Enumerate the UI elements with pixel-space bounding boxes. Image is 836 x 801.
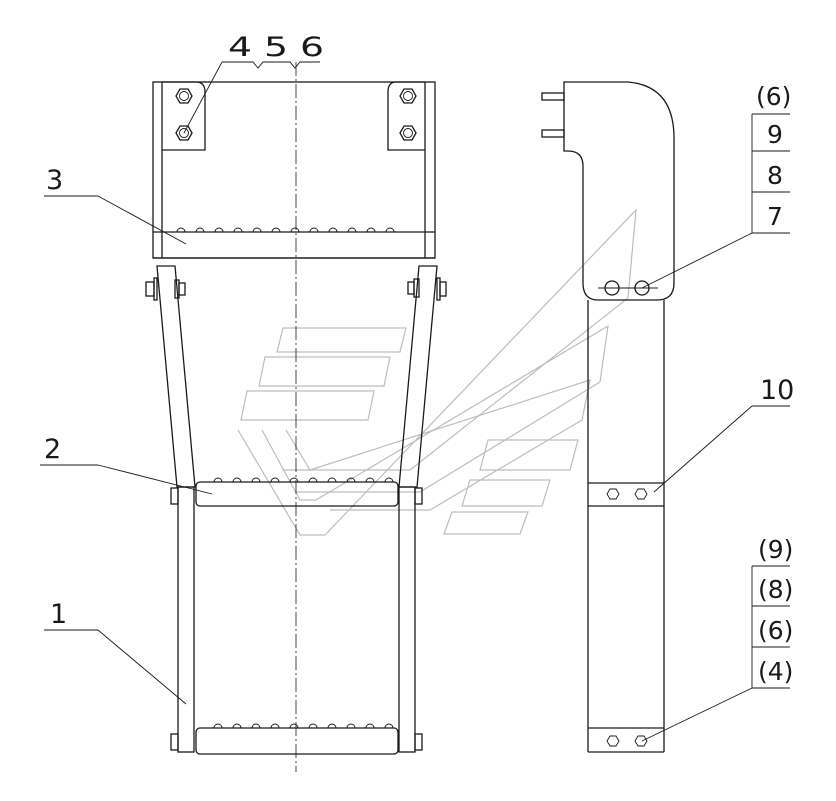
lower-stack-row-1: (9) — [758, 535, 793, 564]
pivot-bolts — [145, 277, 447, 301]
upper-stack-row-4: 7 — [767, 202, 783, 231]
label-item-3: 3 — [46, 165, 63, 196]
lower-part-stack — [751, 565, 790, 689]
label-item-2: 2 — [44, 434, 61, 465]
upper-stack-row-3: 8 — [767, 161, 783, 190]
leader-lines — [40, 61, 790, 742]
lower-stack-row-2: (8) — [758, 575, 793, 604]
lower-stack-row-4: (4) — [758, 657, 793, 686]
lower-stack-row-3: (6) — [758, 616, 793, 645]
side-rails — [156, 265, 438, 753]
bracket-bolts — [175, 88, 417, 141]
label-items-4-5-6: 4 5 6 — [228, 32, 324, 63]
label-item-10: 10 — [760, 375, 794, 406]
side-view — [541, 81, 675, 753]
top-bracket — [152, 81, 436, 259]
upper-stack-row-2: 9 — [767, 120, 783, 149]
middle-step — [170, 477, 423, 507]
watermark-logo — [237, 208, 637, 536]
top-tread-teeth — [176, 227, 395, 233]
upper-stack-row-1: (6) — [756, 82, 791, 111]
upper-part-stack — [751, 113, 790, 234]
label-item-1: 1 — [50, 599, 67, 630]
bottom-step — [170, 723, 423, 755]
